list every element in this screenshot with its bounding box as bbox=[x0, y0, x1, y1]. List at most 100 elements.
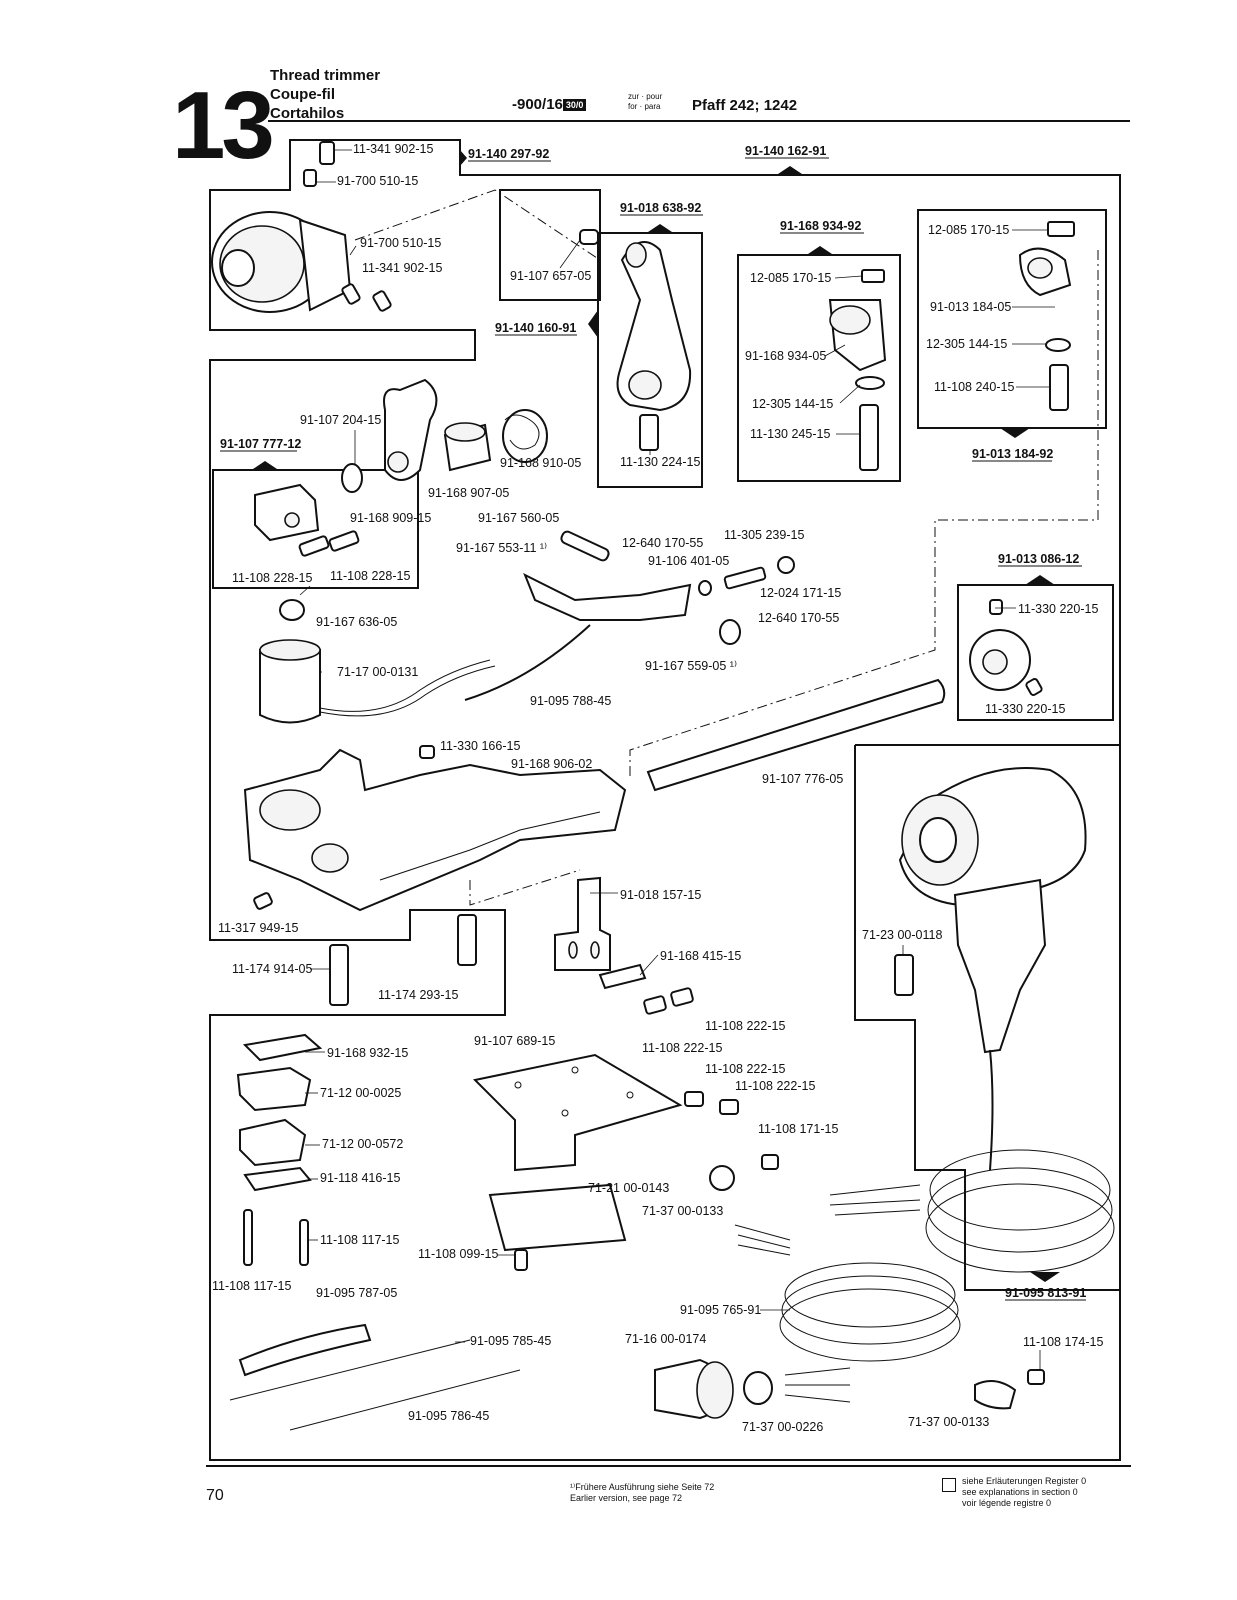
group-label: 91-013 184-92 bbox=[972, 447, 1053, 461]
part-label: 91-167 553-11 ¹⁾ bbox=[456, 541, 547, 555]
part-label: 91-168 932-15 bbox=[327, 1046, 408, 1060]
part-label: 11-330 220-15 bbox=[985, 702, 1065, 716]
group-label: 91-018 638-92 bbox=[620, 201, 701, 215]
hook-assembly bbox=[211, 141, 392, 313]
part-label: 12-085 170-15 bbox=[928, 223, 1009, 237]
clamp-934 bbox=[828, 269, 887, 471]
motor-frame bbox=[855, 744, 1121, 1460]
part-label: 71-12 00-0025 bbox=[320, 1086, 401, 1100]
zur-pour-text: zur · pour bbox=[628, 92, 663, 101]
group-label: 91-095 813-91 bbox=[1005, 1286, 1086, 1300]
part-label: 91-095 785-45 bbox=[470, 1334, 551, 1348]
part-label: 91-095 786-45 bbox=[408, 1409, 489, 1423]
motor-frame-left bbox=[854, 745, 1120, 1291]
part-label: 11-330 166-15 bbox=[440, 739, 520, 753]
part-label: 11-130 224-15 bbox=[620, 455, 700, 469]
axis-line-1 bbox=[354, 189, 601, 261]
footnote-en: Earlier version, see page 72 bbox=[570, 1493, 683, 1503]
part-label: 91-168 934-05 bbox=[745, 349, 826, 363]
footnote: ¹⁾Frühere Ausführung siehe Seite 72 Earl… bbox=[570, 1482, 714, 1504]
part-label: 11-108 228-15 bbox=[330, 569, 410, 583]
legend-square-icon bbox=[942, 1478, 956, 1492]
group-label: 91-107 777-12 bbox=[220, 437, 301, 451]
title-fr: Coupe-fil bbox=[270, 86, 335, 103]
part-label: 11-108 099-15 bbox=[418, 1247, 498, 1261]
motor-assembly bbox=[829, 767, 1115, 1273]
main-frame-outline bbox=[209, 139, 1121, 1461]
leader-lines bbox=[299, 149, 1055, 1370]
part-label: 11-174 293-15 bbox=[378, 988, 458, 1002]
part-label: 11-174 914-05 bbox=[232, 962, 312, 976]
part-label: 11-130 245-15 bbox=[750, 427, 830, 441]
legend-note: siehe Erläuterungen Register 0 see expla… bbox=[962, 1476, 1086, 1509]
part-label: 11-108 174-15 bbox=[1023, 1335, 1103, 1349]
part-label: 11-317 949-15 bbox=[218, 921, 298, 935]
group-label: 91-140 297-92 bbox=[468, 147, 549, 161]
legend-en: see explanations in section 0 bbox=[962, 1487, 1078, 1497]
frame-91-140-160 bbox=[499, 189, 601, 301]
group-label: 91-140 162-91 bbox=[745, 144, 826, 158]
collar-086 bbox=[969, 599, 1043, 696]
part-label: 91-013 184-05 bbox=[930, 300, 1011, 314]
mounting-plate bbox=[472, 1053, 779, 1271]
part-label: 12-305 144-15 bbox=[926, 337, 1007, 351]
triangle-right-1 bbox=[460, 150, 467, 166]
part-label: 91-095 765-91 bbox=[680, 1303, 761, 1317]
plates-middle bbox=[329, 876, 694, 1015]
page-number: 70 bbox=[206, 1487, 224, 1504]
code-text: -900/16 bbox=[512, 96, 563, 113]
section-titles: Thread trimmer Coupe-fil Cortahilos bbox=[270, 54, 380, 123]
part-label: 91-168 415-15 bbox=[660, 949, 741, 963]
part-label: 11-341 902-15 bbox=[362, 261, 442, 275]
triangle-up-4 bbox=[250, 461, 280, 471]
part-label: 91-168 907-05 bbox=[428, 486, 509, 500]
crank-lever bbox=[579, 229, 692, 451]
part-label: 11-108 222-15 bbox=[705, 1062, 785, 1076]
part-label: 91-168 910-05 bbox=[500, 456, 581, 470]
part-label: 11-108 222-15 bbox=[705, 1019, 785, 1033]
part-label: 11-108 222-15 bbox=[642, 1041, 722, 1055]
triangle-up-1 bbox=[775, 166, 805, 176]
block-777 bbox=[254, 483, 360, 557]
part-labels: 11-341 902-15 91-700 510-15 91-700 510-1… bbox=[212, 142, 1103, 1434]
triangle-up-2 bbox=[645, 224, 675, 234]
part-label: 11-108 117-15 bbox=[212, 1279, 292, 1293]
legend-de: siehe Erläuterungen Register 0 bbox=[962, 1476, 1087, 1486]
part-label: 91-107 657-05 bbox=[510, 269, 591, 283]
part-label: 11-108 222-15 bbox=[735, 1079, 815, 1093]
part-label: 71-37 00-0133 bbox=[908, 1415, 989, 1429]
part-label: 11-341 902-15 bbox=[353, 142, 433, 156]
part-label: 91-167 636-05 bbox=[316, 615, 397, 629]
footer-rule bbox=[206, 1465, 1131, 1467]
part-label: 91-168 906-02 bbox=[511, 757, 592, 771]
knife-parts bbox=[341, 378, 795, 645]
housing-906 bbox=[243, 745, 627, 912]
part-label: 91-095 787-05 bbox=[316, 1286, 397, 1300]
part-label: 71-16 00-0174 bbox=[625, 1332, 706, 1346]
lower-parts bbox=[229, 1033, 521, 1431]
triangle-up-3 bbox=[805, 246, 835, 256]
part-label: 91-167 559-05 ¹⁾ bbox=[645, 659, 737, 673]
part-label: 91-107 689-15 bbox=[474, 1034, 555, 1048]
part-label: 11-108 117-15 bbox=[320, 1233, 400, 1247]
group-labels: 91-140 297-92 91-140 162-91 91-018 638-9… bbox=[220, 144, 1086, 1301]
part-label: 91-095 788-45 bbox=[530, 694, 611, 708]
group-label: 91-013 086-12 bbox=[998, 552, 1079, 566]
part-label: 91-118 416-15 bbox=[320, 1171, 400, 1185]
part-label: 91-107 204-15 bbox=[300, 413, 381, 427]
title-en: Thread trimmer bbox=[270, 67, 381, 84]
model-name: Pfaff 242; 1242 bbox=[692, 97, 798, 114]
shaft-776 bbox=[646, 678, 946, 792]
part-label: 12-085 170-15 bbox=[750, 271, 831, 285]
part-label: 91-168 909-15 bbox=[350, 511, 431, 525]
part-label: 11-108 171-15 bbox=[758, 1122, 838, 1136]
part-label: 91-106 401-05 bbox=[648, 554, 729, 568]
part-label: 71-23 00-0118 bbox=[862, 928, 942, 942]
part-label: 71-37 00-0226 bbox=[742, 1420, 823, 1434]
part-label: 71-12 00-0572 bbox=[322, 1137, 403, 1151]
part-label: 71-21 00-0143 bbox=[588, 1181, 669, 1195]
footnote-de: ¹⁾Frühere Ausführung siehe Seite 72 bbox=[570, 1482, 715, 1492]
